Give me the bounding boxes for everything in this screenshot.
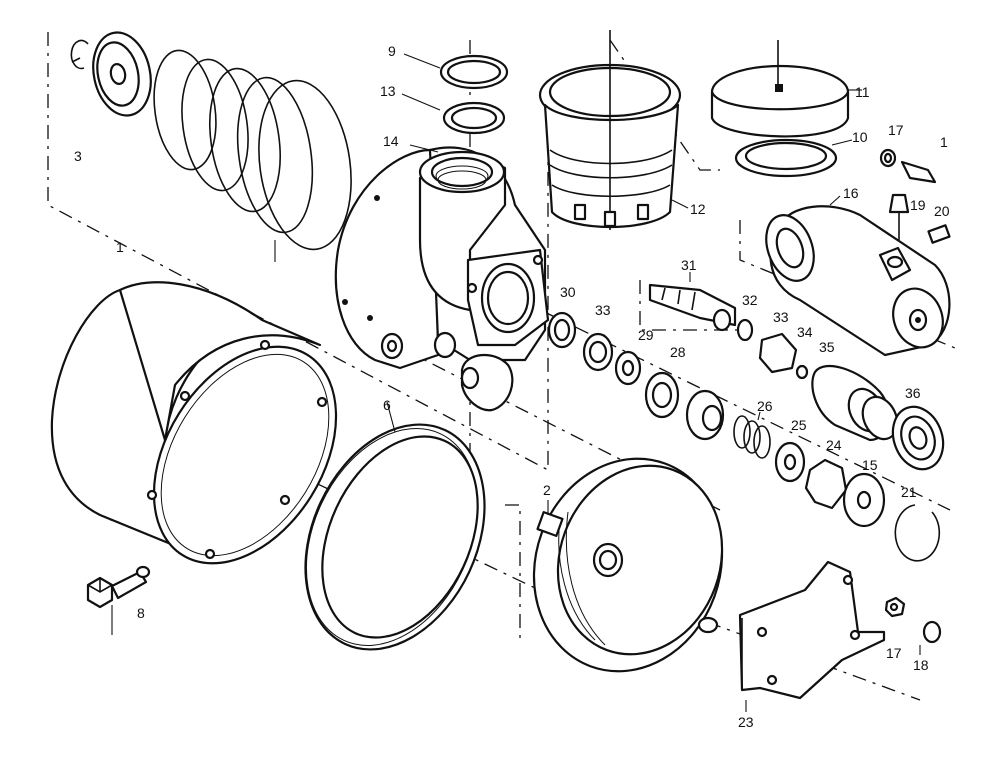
part-10-lid-seal	[734, 138, 853, 178]
callout-23: 23	[738, 714, 754, 730]
coil-spring	[153, 49, 352, 262]
callout-33-right: 33	[773, 309, 789, 325]
callout-1: 1	[116, 239, 124, 255]
callout-30: 30	[560, 284, 576, 300]
callout-35: 35	[819, 339, 835, 355]
callout-13: 13	[380, 83, 396, 99]
callout-20: 20	[934, 203, 950, 219]
parts-32-35-seal-assembly	[736, 318, 899, 442]
callout-24: 24	[826, 437, 842, 453]
callout-16: 16	[843, 185, 859, 201]
part-36-bearing	[891, 405, 945, 471]
callout-11: 11	[855, 84, 870, 100]
callout-labels: 1 2 3 6 8 9 13 14 10 11 12 16 17 1 19 20…	[74, 43, 950, 730]
callout-31: 31	[681, 257, 697, 273]
callout-18: 18	[913, 657, 929, 673]
callout-2: 2	[543, 482, 551, 498]
callout-1-top-right: 1	[940, 134, 948, 150]
part-11-lid	[710, 40, 862, 138]
part-8-bolt	[86, 565, 151, 635]
part-16-switch-body	[765, 195, 951, 357]
callout-14: 14	[383, 133, 399, 149]
part-6-sealing-band	[304, 401, 486, 651]
part-1-motor-housing	[50, 281, 338, 565]
callout-36: 36	[905, 385, 921, 401]
callout-9: 9	[388, 43, 396, 59]
callout-12: 12	[690, 201, 706, 217]
callout-6: 6	[383, 397, 391, 413]
callout-33-left: 33	[595, 302, 611, 318]
callout-29: 29	[638, 327, 654, 343]
part-2-pump-housing	[532, 457, 724, 673]
parts-9-13-o-rings	[401, 53, 509, 135]
part-31-shaft	[648, 272, 737, 332]
callout-17-bottom: 17	[886, 645, 902, 661]
parts-17-19-20-fittings	[879, 148, 951, 244]
callout-26: 26	[757, 398, 773, 414]
part-3-circlip	[70, 39, 89, 70]
callout-8: 8	[137, 605, 145, 621]
part-26-small-spring	[733, 411, 771, 459]
callout-17-top: 17	[888, 122, 904, 138]
callout-21: 21	[901, 484, 917, 500]
callout-32: 32	[742, 292, 758, 308]
cup-washer	[92, 31, 152, 117]
callout-34: 34	[797, 324, 813, 340]
callout-10: 10	[852, 129, 868, 145]
callout-19: 19	[910, 197, 926, 213]
parts-28-30-seal-chain	[547, 311, 725, 441]
parts-15-21-24-25	[774, 441, 941, 562]
part-14-pump-body	[334, 144, 550, 370]
small-fittings-left	[367, 315, 514, 412]
part-12-strainer-cup	[538, 30, 689, 230]
callout-28: 28	[670, 344, 686, 360]
callout-25: 25	[791, 417, 807, 433]
callout-15: 15	[862, 457, 878, 473]
part-23-mounting-bracket	[738, 560, 886, 712]
parts-17-18-nut-cap	[884, 596, 942, 655]
callout-3: 3	[74, 148, 82, 164]
